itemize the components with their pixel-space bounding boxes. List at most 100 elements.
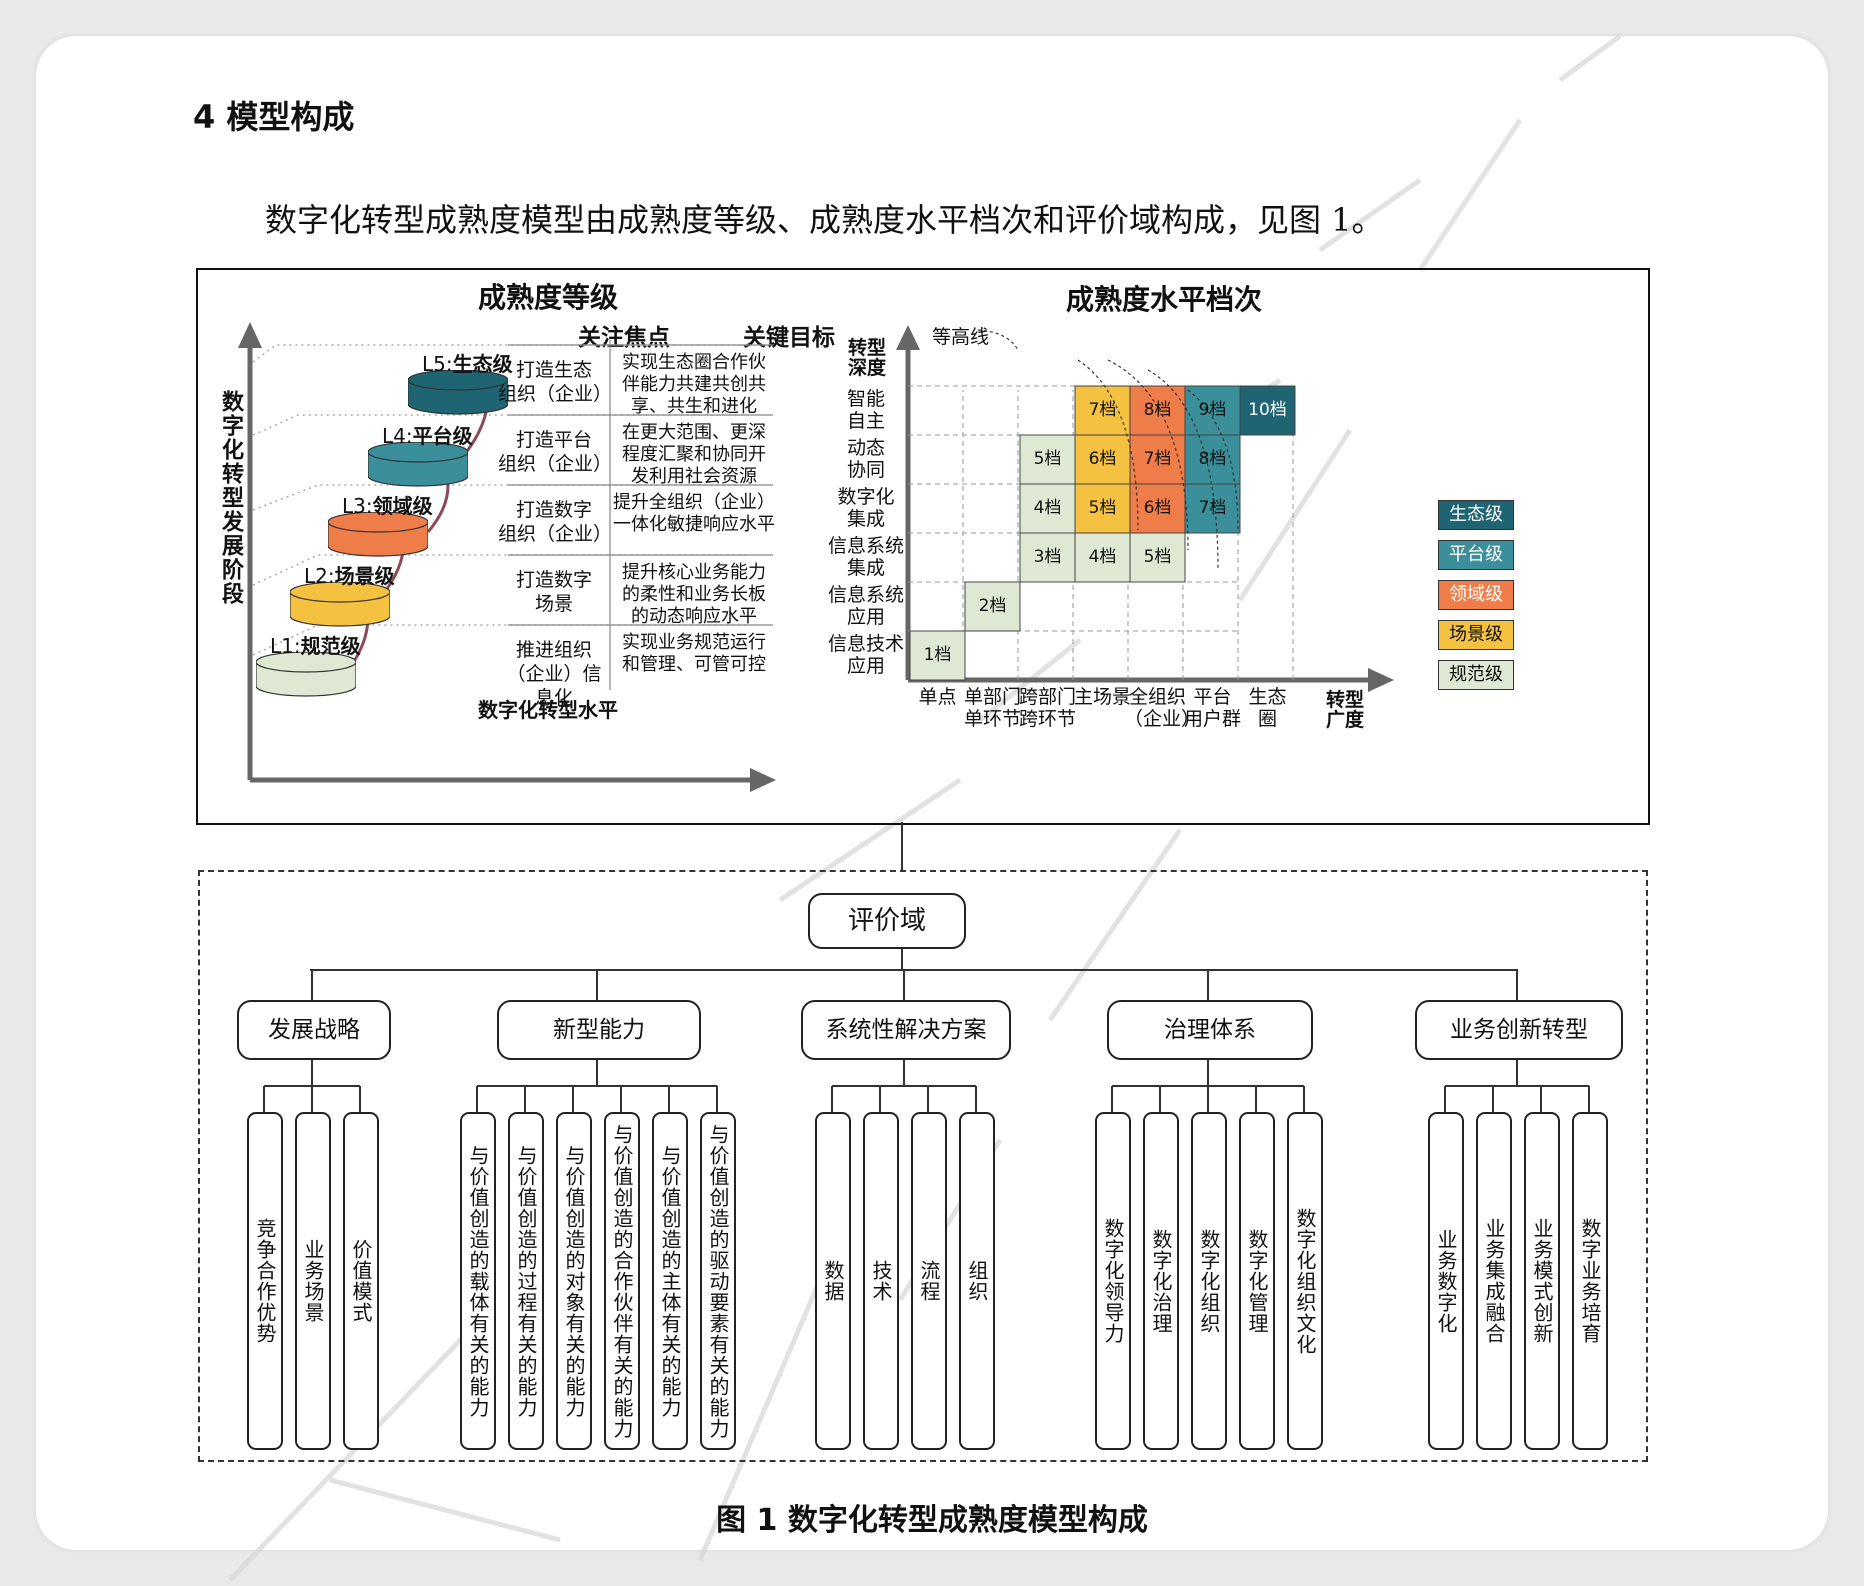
level-prefix: L2:: [304, 564, 335, 588]
level-cell: [1184, 385, 1241, 436]
domain-item: 与价值创造的主体有关的能力: [652, 1112, 688, 1450]
legend-item: 生态级: [1438, 500, 1514, 530]
depth-tick: 数字化 集成: [837, 486, 895, 530]
level-prefix: L1:: [270, 634, 301, 658]
domain-item-label: 组织: [965, 1260, 989, 1302]
domain-item-label: 业务模式创新: [1530, 1218, 1554, 1344]
left-panel-title: 成熟度等级: [478, 281, 619, 314]
domain-item: 技术: [863, 1112, 899, 1450]
level-name: 生态级: [452, 352, 513, 376]
breadth-tick: 跨部门 跨环节: [1018, 686, 1076, 730]
domain-item-label: 数字化组织: [1197, 1228, 1221, 1334]
domain-box: 发展战略: [237, 1000, 391, 1060]
level-prefix: L4:: [382, 424, 413, 448]
level-cell-label: 5档: [1033, 449, 1062, 469]
maturity-disk: [407, 369, 509, 418]
goal-cell: 实现生态圈合作伙 伴能力共建共创共 享、共生和进化: [622, 352, 766, 417]
breadth-tick: 生态 圈: [1248, 686, 1287, 730]
domain-item: 组织: [959, 1112, 995, 1450]
level-cell-label: 5档: [1088, 498, 1117, 518]
domain-box: 系统性解决方案: [801, 1000, 1011, 1060]
domain-item-label: 数字化领导力: [1101, 1218, 1125, 1344]
domain-frame: [198, 870, 1648, 1462]
domain-root: 评价域: [808, 893, 966, 949]
domain-item: 竞争合作优势: [247, 1112, 283, 1450]
level-label: L2:场景级: [304, 560, 395, 589]
goal-cell: 提升全组织（企业） 一体化敏捷响应水平: [613, 492, 775, 535]
domain-item: 与价值创造的合作伙伴有关的能力: [604, 1112, 640, 1450]
domain-item: 数字化组织文化: [1287, 1112, 1323, 1450]
domain-box: 治理体系: [1107, 1000, 1313, 1060]
focus-cell: 打造数字 组织（企业）: [498, 499, 613, 545]
level-cell-label: 10档: [1248, 400, 1287, 420]
legend-item: 规范级: [1438, 660, 1514, 690]
level-cell: [1074, 483, 1131, 534]
level-cell-label: 7档: [1143, 449, 1172, 469]
breadth-tick: 全组织 （企业）: [1124, 686, 1201, 730]
domain-item-label: 业务数字化: [1434, 1228, 1458, 1334]
level-cell-label: 6档: [1143, 498, 1172, 518]
legend-item: 平台级: [1438, 540, 1514, 570]
level-cell-label: 4档: [1088, 547, 1117, 567]
level-name: 平台级: [412, 424, 473, 448]
level-cell: [1184, 434, 1241, 485]
focus-cell: 打造生态 组织（企业）: [498, 359, 613, 405]
level-name: 规范级: [300, 634, 361, 658]
domain-item-label: 与价值创造的主体有关的能力: [658, 1144, 682, 1418]
level-label: L1:规范级: [270, 630, 361, 659]
depth-tick: 动态 协同: [846, 437, 885, 481]
domain-item: 数字业务培育: [1572, 1112, 1608, 1450]
level-label: L4:平台级: [382, 420, 473, 449]
domain-item-label: 数字化组织文化: [1293, 1207, 1317, 1355]
level-grid: [896, 325, 1394, 692]
domain-item-label: 业务场景: [301, 1239, 325, 1323]
focus-cell: 推进组织 （企业）信息化: [506, 639, 602, 709]
level-cell-label: 7档: [1198, 498, 1227, 518]
domain-item-label: 技术: [869, 1260, 893, 1302]
level-cell: [1239, 385, 1296, 436]
level-cell: [1019, 532, 1076, 583]
domain-item: 数据: [815, 1112, 851, 1450]
domain-item-label: 与价值创造的驱动要素有关的能力: [706, 1123, 730, 1439]
domain-item-label: 价值模式: [349, 1239, 373, 1323]
breadth-tick: 平台 用户群: [1183, 686, 1241, 730]
level-name: 场景级: [334, 564, 395, 588]
domain-item: 业务集成融合: [1476, 1112, 1512, 1450]
depth-tick: 智能 自主: [846, 388, 885, 432]
domain-item: 与价值创造的载体有关的能力: [460, 1112, 496, 1450]
level-cell-label: 7档: [1088, 400, 1117, 420]
maturity-disk: [255, 651, 357, 700]
contour-label: 等高线: [932, 326, 990, 348]
maturity-disk: [289, 581, 391, 630]
level-cell-label: 2档: [978, 596, 1007, 616]
domain-item: 与价值创造的对象有关的能力: [556, 1112, 592, 1450]
legend-item: 场景级: [1438, 620, 1514, 650]
level-cell: [1019, 434, 1076, 485]
domain-item-label: 数字业务培育: [1578, 1218, 1602, 1344]
goal-cell: 提升核心业务能力 的柔性和业务长板 的动态响应水平: [622, 562, 766, 627]
left-panel-drawing: [238, 322, 776, 792]
domain-item-label: 与价值创造的对象有关的能力: [562, 1144, 586, 1418]
breadth-tick: 单部门 单环节: [963, 686, 1021, 730]
col-goal-header: 关键目标: [743, 325, 835, 351]
domain-box: 业务创新转型: [1415, 1000, 1623, 1060]
focus-cell: 打造平台 组织（企业）: [498, 429, 613, 475]
col-focus-header: 关注焦点: [578, 325, 670, 351]
domain-item-label: 数字化管理: [1245, 1228, 1269, 1334]
maturity-figure: 成熟度等级 关注焦点 关键目标 数字化转型发展阶段 数字化转型水平: [196, 268, 1650, 825]
domain-item: 数字化组织: [1191, 1112, 1227, 1450]
level-cell: [964, 581, 1021, 632]
maturity-disk: [367, 441, 469, 490]
domain-box: 新型能力: [497, 1000, 701, 1060]
domain-item-label: 数字化治理: [1149, 1228, 1173, 1334]
breadth-tick: 主场景: [1073, 686, 1131, 708]
level-cell-label: 6档: [1088, 449, 1117, 469]
level-prefix: L3:: [342, 494, 373, 518]
figure-caption: 图 1 数字化转型成熟度模型构成: [716, 1503, 1148, 1538]
domain-item: 数字化治理: [1143, 1112, 1179, 1450]
level-label: L3:领域级: [342, 490, 433, 519]
domain-item-label: 业务集成融合: [1482, 1218, 1506, 1344]
level-cell-label: 5档: [1143, 547, 1172, 567]
